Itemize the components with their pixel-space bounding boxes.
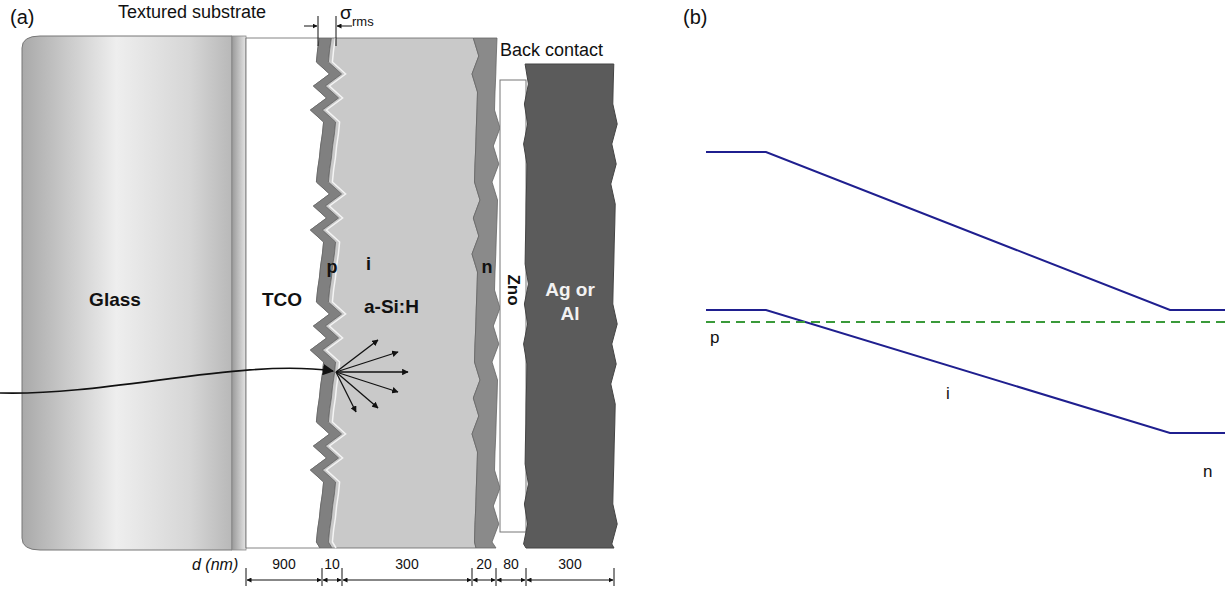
i-layer-region: i a-Si:H: [352, 252, 470, 332]
scattered-rays: [336, 340, 408, 412]
layer-label: Ag or Al: [540, 278, 601, 326]
callout-text: Back contact: [500, 40, 603, 61]
light-ray: [0, 368, 333, 393]
region-label: i: [946, 384, 950, 404]
panel-label: (a): [10, 6, 34, 29]
dimension-value: 80: [503, 556, 519, 572]
layer-label: Glass: [89, 289, 141, 311]
dimension-value: 20: [476, 556, 492, 572]
interface-line: [326, 38, 345, 548]
i-layer: [322, 38, 480, 548]
region-label: p: [710, 328, 719, 348]
callout-text: Textured substrate: [118, 2, 266, 23]
roughness-tick: [336, 16, 337, 46]
glass-edge: [232, 36, 246, 550]
roughness-arrow: [337, 26, 352, 27]
roughness-tick: [318, 16, 319, 46]
zno-layer: [500, 80, 526, 532]
n-layer-region: n: [476, 252, 498, 282]
layer-label: p: [327, 257, 338, 278]
back-metal: [524, 64, 618, 548]
conduction-band: [706, 152, 1225, 310]
n-layer: [472, 38, 500, 548]
dimension-axis: d (nm): [192, 556, 238, 574]
roughness-symbol: σ: [340, 2, 352, 24]
p-layer-region: p: [322, 252, 342, 282]
layer-label: TCO: [262, 289, 302, 311]
zno-label-region: Zno: [500, 250, 526, 330]
roughness-arrow: [304, 26, 317, 27]
roughness-subscript: rms: [352, 14, 374, 29]
layer-label: a-Si:H: [364, 296, 419, 318]
dimension-value: 300: [395, 556, 418, 572]
region-label: n: [1203, 462, 1212, 482]
dimension-value: 10: [324, 556, 340, 572]
dimension-value: 900: [272, 556, 295, 572]
metal-label-region: Ag or Al: [530, 262, 610, 342]
dimension-value: 300: [558, 556, 581, 572]
layer-label: n: [482, 257, 493, 278]
layer-label: Zno: [503, 274, 523, 305]
glass-label-region: Glass: [50, 282, 180, 318]
tco-label-region: TCO: [250, 282, 314, 318]
valence-band: [706, 310, 1225, 433]
layer-label: i: [366, 254, 371, 275]
fermi-level: [706, 321, 1225, 323]
panel-label: (b): [683, 6, 707, 29]
glass-layer: [22, 36, 232, 550]
